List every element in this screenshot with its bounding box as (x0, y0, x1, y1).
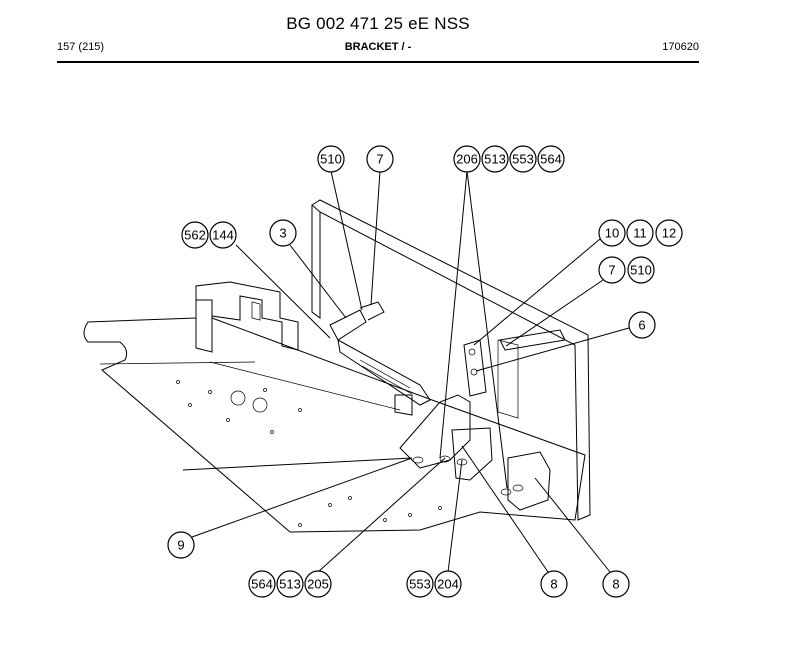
section-name: BRACKET / - (344, 41, 412, 53)
callout-11: 11 (626, 219, 654, 247)
document-code: 170620 (662, 41, 699, 53)
callout-510-right: 510 (627, 256, 655, 284)
svg-text:6: 6 (638, 318, 645, 333)
svg-text:3: 3 (279, 226, 286, 241)
callout-562: 562 (181, 221, 209, 249)
latch (463, 339, 487, 397)
callout-206: 206 (453, 145, 481, 173)
callout-8-left: 8 (540, 570, 568, 598)
page-number: 157 (215) (57, 41, 105, 53)
svg-text:7: 7 (608, 263, 615, 278)
callout-510-top: 510 (317, 145, 345, 173)
spring-arm (329, 301, 431, 416)
callout-205: 205 (304, 570, 332, 598)
central-bracket (399, 394, 551, 511)
callout-144: 144 (209, 221, 237, 249)
callout-204: 204 (434, 570, 462, 598)
callout-9: 9 (167, 531, 195, 559)
callout-7-top: 7 (366, 145, 394, 173)
callout-564-top: 564 (537, 145, 565, 173)
callout-3: 3 (269, 219, 297, 247)
document-title: BG 002 471 25 eE NSS (286, 14, 470, 33)
callout-513-top: 513 (481, 145, 509, 173)
callout-6: 6 (628, 311, 656, 339)
callout-10: 10 (598, 219, 626, 247)
svg-text:9: 9 (177, 538, 184, 553)
callout-7-right: 7 (598, 256, 626, 284)
svg-text:564: 564 (540, 152, 562, 167)
svg-text:205: 205 (307, 577, 329, 592)
svg-text:11: 11 (633, 226, 647, 241)
svg-text:204: 204 (437, 577, 459, 592)
svg-text:510: 510 (630, 263, 652, 278)
svg-text:513: 513 (279, 577, 301, 592)
svg-text:206: 206 (456, 152, 478, 167)
base-plate (83, 299, 586, 533)
header-rule (57, 61, 699, 63)
svg-text:553: 553 (409, 577, 431, 592)
svg-text:10: 10 (605, 226, 619, 241)
svg-text:564: 564 (251, 577, 273, 592)
callout-564-bottom: 564 (248, 570, 276, 598)
u-bracket (195, 281, 299, 353)
svg-text:510: 510 (320, 152, 342, 167)
rear-plate (311, 199, 591, 521)
svg-text:8: 8 (550, 577, 557, 592)
callout-12: 12 (655, 219, 683, 247)
svg-text:8: 8 (612, 577, 619, 592)
svg-text:562: 562 (184, 228, 206, 243)
svg-text:7: 7 (376, 152, 383, 167)
svg-text:144: 144 (212, 228, 234, 243)
callout-513-bottom: 513 (276, 570, 304, 598)
callout-553-top: 553 (509, 145, 537, 173)
leader-lines (182, 170, 630, 573)
svg-text:553: 553 (512, 152, 534, 167)
svg-text:12: 12 (662, 226, 676, 241)
callout-553-bottom: 553 (406, 570, 434, 598)
svg-text:513: 513 (484, 152, 506, 167)
callout-8-right: 8 (602, 570, 630, 598)
